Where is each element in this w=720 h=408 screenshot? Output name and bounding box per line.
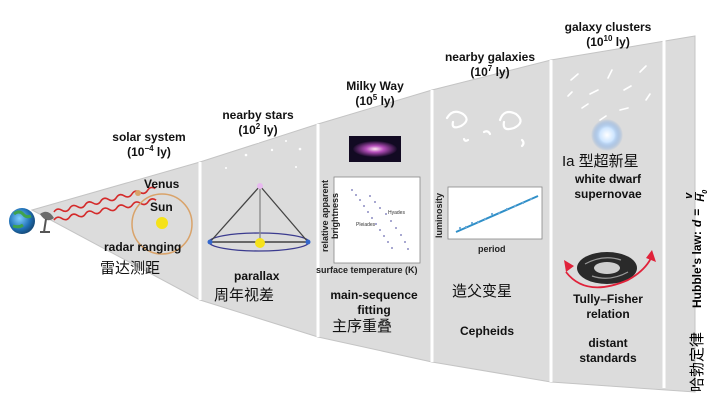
hubble-law-cn: 哈勃定律 [688,331,706,392]
star-field [216,140,302,169]
hr-plot-frame [333,176,421,264]
parallax-label: parallax [234,269,280,283]
venus-icon [135,190,141,196]
cepheid-ylabel: luminosity [434,192,444,238]
sun-label: Sun [150,200,173,214]
main-sequence-fitting-label: main-sequence fitting [330,288,418,317]
cepheid-fit-line [455,195,539,233]
parallax-cn-label: 周年视差 [214,287,275,304]
main-sequence-cn-label: 主序重叠 [332,318,393,335]
hr-xlabel: surface temperature (K) [316,265,418,275]
stage-clusters-header: galaxy clusters (1010 ly) [564,20,652,49]
radar-ranging-label: radar ranging [104,240,182,254]
hubble-law-label: 哈勃定律 Hubble's law: d = v H0 [683,162,711,392]
hubble-law-fraction: v H0 [683,189,710,202]
hubble-law-eq: = [690,208,705,216]
nearby-galaxies-image [445,110,525,148]
distant-standards-label: distant standards [579,336,637,365]
hr-ylabel: relative apparent brightness [320,179,340,252]
cepheid-cn-label: 造父变星 [452,283,513,300]
supernova-icon [591,119,623,151]
hr-curve-hyades-label: Hyades [388,210,405,216]
rotation-arrow-icon [565,255,653,289]
white-dwarf-supernovae-label: white dwarf supernovae [574,172,642,201]
radar-dish-icon [40,211,54,233]
hubble-law-text: Hubble's law: [690,231,705,308]
cepheid-data-points [458,197,533,230]
hubble-law-lhs: d [690,219,705,228]
venus-label: Venus [144,177,180,191]
stage-galaxies-header: nearby galaxies (107 ly) [444,50,536,79]
stage-milkyway-header: Milky Way (105 ly) [346,79,404,108]
stage-stars-header: nearby stars (102 ly) [222,108,294,137]
radar-beam-return [53,198,157,221]
supernova-cn-label: Ia 型超新星 [562,153,639,170]
cepheid-plot-frame [447,186,543,240]
hr-data-points [351,189,409,250]
tully-fisher-label: Tully–Fisher relation [573,292,643,321]
parallax-sun-icon [255,238,265,248]
spiral-galaxy-image [577,252,637,284]
radar-ranging-cn-label: 雷达测距 [100,260,161,277]
target-star-icon [257,183,263,189]
cepheid-xlabel: period [478,244,506,254]
hr-curve-pleiades-label: Pleiades [356,222,376,228]
venus-orbit [131,193,193,255]
galaxy-cluster-image [567,65,651,121]
stage-dividers [198,40,666,388]
sun-icon [156,217,168,229]
stage-solar-header: solar system (10−4 ly) [112,130,186,159]
cepheids-label: Cepheids [460,324,515,338]
